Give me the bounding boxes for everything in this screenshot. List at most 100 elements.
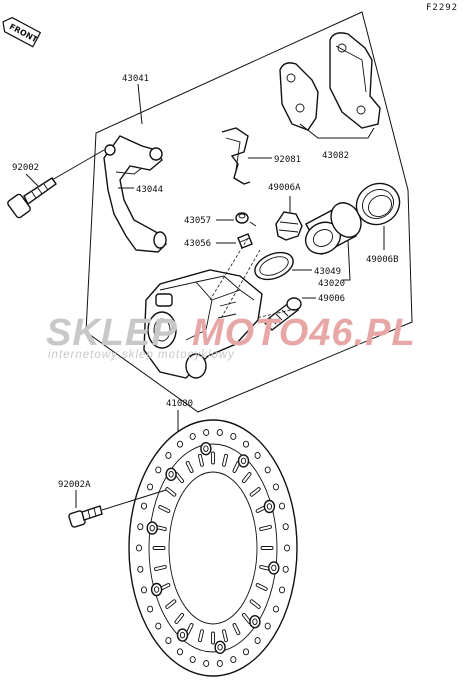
disc-mount-boss: [268, 561, 280, 575]
disc-vent-hole: [216, 429, 223, 436]
disc-vent-hole: [264, 622, 271, 630]
dust-seal: [355, 182, 401, 226]
label-49006b: 49006B: [366, 255, 399, 265]
leader-43082: [299, 123, 375, 139]
disc-mount-boss: [176, 628, 189, 642]
disc-mount-boss: [237, 454, 250, 468]
caliper-body: [143, 269, 263, 379]
disc-slot: [211, 451, 215, 465]
disc-mount-hole: [179, 631, 186, 639]
disc-slot: [249, 487, 261, 497]
label-41080: 41080: [166, 399, 193, 409]
disc-slot: [241, 472, 252, 484]
disc-mount-boss: [249, 615, 261, 629]
disc-vent-hole: [140, 502, 148, 510]
disc-vent-hole: [155, 622, 162, 630]
disc-vent-hole: [282, 565, 289, 573]
disc-vent-hole: [272, 483, 279, 491]
label-92002a: 92002A: [58, 480, 91, 490]
disc-mount-hole: [153, 586, 160, 593]
label-43082: 43082: [322, 151, 349, 161]
disc-vent-hole: [176, 440, 184, 448]
disc-mount-hole: [252, 618, 258, 625]
disc-vent-hole: [147, 483, 154, 491]
disc-vent-hole: [278, 502, 286, 510]
disc-friction-ring: [148, 443, 278, 653]
disc-slot: [211, 631, 215, 645]
leader-92002: [51, 149, 105, 181]
caliper-assembly-outline: [85, 11, 413, 413]
disc-slot: [174, 612, 185, 624]
disc-mount-hole: [217, 644, 223, 651]
watermark-tagline: internetowy sklep motocyklowy: [48, 349, 235, 361]
slide-pin: [262, 297, 302, 331]
label-43041: 43041: [122, 74, 149, 84]
label-43044: 43044: [136, 185, 163, 195]
disc-mount-hole: [168, 471, 174, 478]
disc-slot: [198, 629, 204, 643]
label-43049: 43049: [314, 267, 341, 277]
disc-vent-hole: [137, 565, 144, 573]
disc-vent-hole: [254, 451, 261, 459]
disc-mount-hole: [149, 524, 155, 532]
brake-pad-set: [279, 32, 381, 131]
brake-disc: [128, 419, 298, 677]
assembly-guide-lines: [209, 237, 301, 321]
disc-mount-boss: [150, 582, 163, 597]
disc-mount-hole: [271, 564, 277, 572]
disc-vent-hole: [203, 660, 210, 667]
label-49006a: 49006A: [268, 183, 301, 193]
pad-spring-clip: [221, 127, 251, 185]
disc-slot: [165, 487, 177, 497]
disc-slot: [232, 623, 241, 636]
disc-slot: [249, 599, 261, 609]
disc-vent-hole: [137, 523, 144, 531]
leader-92002-tag: [25, 173, 39, 187]
disc-vent-hole: [272, 605, 279, 613]
disc-mount-boss: [200, 442, 212, 456]
disc-vent-hole: [140, 586, 148, 594]
bracket-mounting-bolt: [7, 177, 57, 219]
disc-slot: [185, 460, 194, 473]
caliper-bracket: [103, 135, 167, 253]
disc-vent-hole: [165, 451, 172, 459]
disc-mount-boss: [146, 521, 158, 535]
diagram-code: F2292: [426, 3, 458, 13]
disc-slot: [154, 565, 167, 571]
disc-vent-hole: [189, 656, 196, 664]
disc-vent-hole: [203, 429, 210, 436]
disc-vent-hole: [135, 544, 143, 552]
disc-slot: [222, 453, 228, 467]
bleeder-valve: [237, 233, 253, 249]
disc-slot: [259, 525, 272, 531]
front-direction-arrow: FRONT: [2, 16, 42, 48]
disc-vent-hole: [147, 605, 154, 613]
disc-slot: [222, 629, 228, 643]
watermark-brand-right: MOTO46.PL: [192, 312, 416, 354]
label-43056: 43056: [184, 239, 211, 249]
disc-vent-hole: [242, 648, 250, 656]
label-92002: 92002: [12, 163, 39, 173]
disc-vent-hole: [242, 440, 250, 448]
watermark-brand-left: SKLEP: [46, 312, 178, 354]
disc-slot: [260, 546, 274, 550]
disc-mount-boss: [165, 467, 177, 481]
disc-slot: [255, 583, 268, 591]
disc-vent-hole: [176, 648, 184, 656]
leader-43041: [137, 83, 143, 125]
piston-seal: [254, 251, 294, 281]
disc-vent-hole: [278, 586, 286, 594]
leader-43020: [342, 239, 351, 281]
disc-vent-hole: [165, 637, 172, 645]
watermark: SKLEP MOTO46.PL internetowy sklep motocy…: [46, 312, 416, 361]
disc-vent-hole: [264, 466, 271, 474]
disc-outer-edge: [128, 419, 298, 677]
disc-mount-boss: [263, 499, 276, 514]
disc-vent-hole: [216, 660, 223, 667]
label-92081: 92081: [274, 155, 301, 165]
disc-vent-hole: [155, 466, 162, 474]
disc-mount-hole: [203, 445, 209, 452]
pin-boot: [275, 211, 303, 241]
